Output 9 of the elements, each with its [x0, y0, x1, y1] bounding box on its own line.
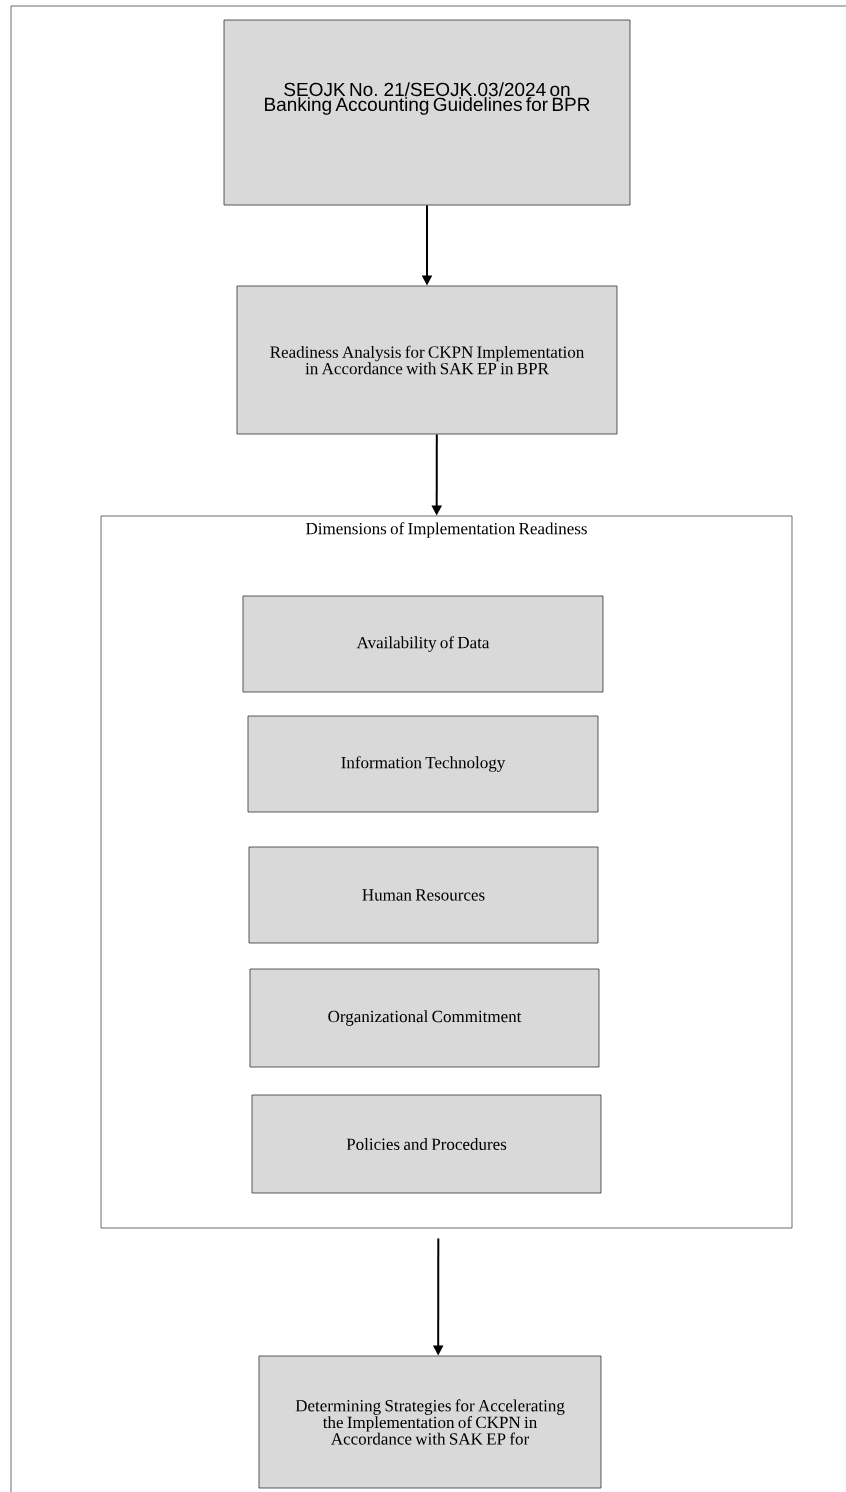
group-heading: Dimensions of Implementation Readiness	[306, 522, 587, 538]
process-box: Availability of Data	[242, 595, 604, 693]
process-box: Readiness Analysis for CKPN Implementation in Accordance with SAK EP in BPR	[236, 285, 618, 435]
process-box: Policies and Procedures	[251, 1094, 602, 1194]
process-box: Human Resources	[248, 846, 599, 944]
process-box: Organizational Commitment	[249, 968, 600, 1068]
process-box: Determining Strategies for Accelerating the Implementation of CKPN in Accordance with SAK EP for	[258, 1355, 602, 1489]
process-box: SEOJK No. 21/SEOJK.03/2024 on Banking Accounting Guidelines for BPR	[223, 19, 631, 206]
process-box: Information Technology	[247, 715, 599, 813]
